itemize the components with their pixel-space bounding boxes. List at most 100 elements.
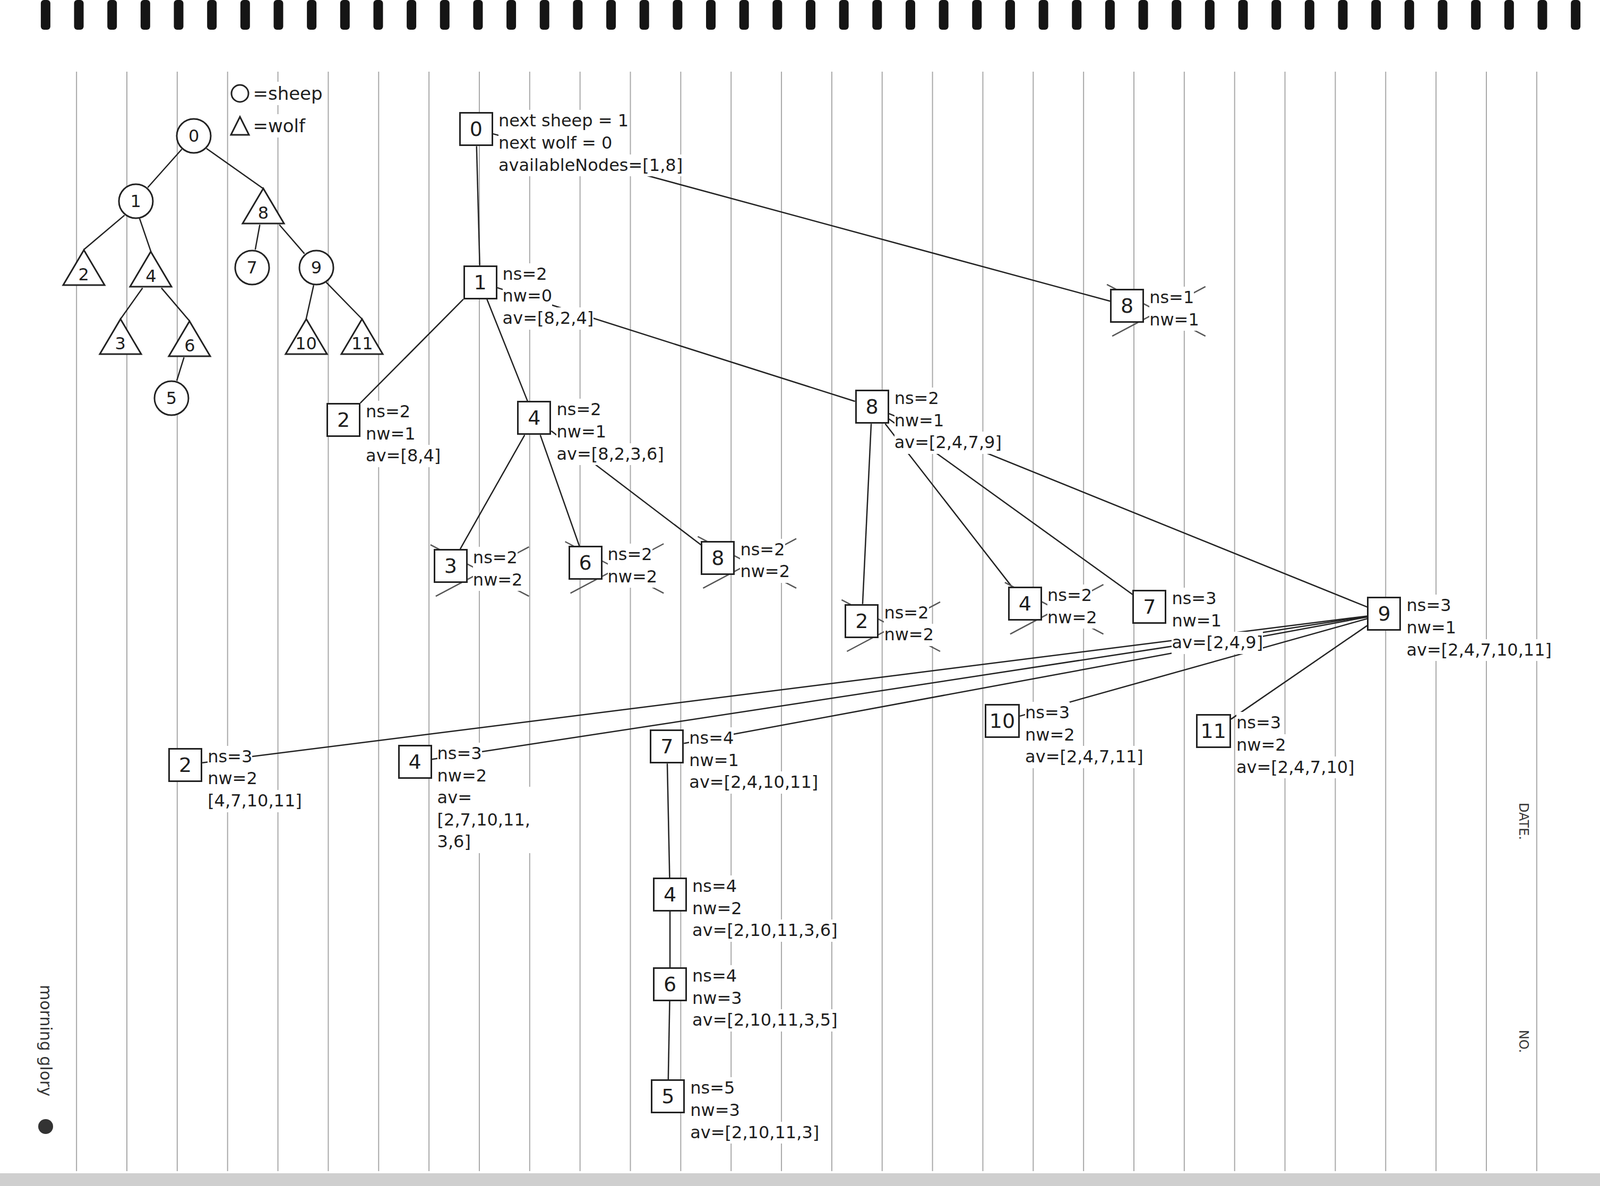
page-label: NO. xyxy=(1515,1029,1532,1054)
state-note: nw=1 xyxy=(1406,616,1457,640)
state-notes: ns=3nw=2av=[2,4,7,10] xyxy=(1236,711,1355,779)
tree-edge xyxy=(667,763,670,878)
state-note: av=[2,4,10,11] xyxy=(689,771,819,794)
search-state: 1ns=2nw=0av=[8,2,4] xyxy=(463,265,498,300)
state-note: ns=4 xyxy=(692,965,737,988)
spiral-ring xyxy=(340,0,350,30)
state-note: av=[2,4,7,11] xyxy=(1025,745,1144,769)
ruled-line xyxy=(126,71,128,1172)
page-label: morning glory xyxy=(35,984,57,1097)
state-note: ns=3 xyxy=(1171,587,1217,610)
spiral-ring xyxy=(440,0,450,30)
state-notes: ns=2nw=2 xyxy=(607,543,658,588)
spiral-ring xyxy=(1138,0,1149,30)
tree-number: 3 xyxy=(115,334,126,352)
legend-item: =sheep xyxy=(229,81,323,106)
state-note: ns=3 xyxy=(207,745,253,769)
state-note: ns=2 xyxy=(883,601,929,625)
tree-number: 2 xyxy=(78,265,89,283)
state-note: ns=3 xyxy=(1406,594,1451,617)
state-note: av=[2,4,7,10] xyxy=(1236,756,1355,779)
spiral-ring xyxy=(1205,0,1215,30)
spiral-ring xyxy=(373,0,383,30)
state-note: ns=1 xyxy=(1149,286,1194,309)
state-square: 6 xyxy=(652,967,687,1002)
spiral-ring xyxy=(107,0,117,30)
spiral-binding xyxy=(40,0,1581,30)
spiral-ring xyxy=(1404,0,1415,30)
tree-number: 5 xyxy=(166,389,177,407)
ruled-line xyxy=(327,71,329,1172)
spiral-ring xyxy=(539,0,550,30)
ruled-line xyxy=(1536,71,1538,1172)
cross-out-mark xyxy=(841,599,941,652)
tree-edge xyxy=(176,357,185,381)
spiral-ring xyxy=(406,0,417,30)
state-notes: ns=5nw=3av=[2,10,11,3] xyxy=(690,1077,820,1144)
state-square: 7 xyxy=(1132,589,1167,624)
spiral-ring xyxy=(1171,0,1182,30)
state-note: av=[8,2,3,6] xyxy=(556,443,664,466)
state-number: 2 xyxy=(337,409,350,430)
search-state: 4ns=2nw=1av=[8,2,3,6] xyxy=(517,400,552,435)
state-note: av=[2,10,11,3,6] xyxy=(692,919,838,942)
tree-edge xyxy=(669,911,672,968)
search-state: 5ns=5nw=3av=[2,10,11,3] xyxy=(650,1079,685,1114)
state-note: nw=3 xyxy=(690,1099,741,1122)
sheep-node: 1 xyxy=(117,183,154,220)
spiral-ring xyxy=(1371,0,1381,30)
state-number: 4 xyxy=(527,407,541,428)
state-note: nw=1 xyxy=(894,409,945,433)
state-number: 7 xyxy=(660,736,674,757)
state-note: nw=2 xyxy=(437,764,488,788)
state-square: 4 xyxy=(1008,586,1043,621)
state-number: 6 xyxy=(578,552,592,573)
state-number: 7 xyxy=(1142,596,1156,617)
tree-edge xyxy=(460,434,525,549)
state-number: 4 xyxy=(663,884,677,905)
state-note: next wolf = 0 xyxy=(498,132,613,155)
ruled-line xyxy=(680,71,682,1172)
state-note: ns=3 xyxy=(1025,701,1070,725)
tree-edge xyxy=(889,413,1368,607)
tree-edge xyxy=(206,148,264,189)
spiral-ring xyxy=(273,0,283,30)
tree-edge xyxy=(120,287,143,320)
state-note: nw=2 xyxy=(740,560,790,583)
ruled-line xyxy=(982,71,984,1172)
search-state: 6ns=4nw=3av=[2,10,11,3,5] xyxy=(652,967,687,1002)
state-note: nw=2 xyxy=(472,569,523,592)
search-state: 4ns=2nw=2 xyxy=(1008,586,1043,621)
tree-number: 9 xyxy=(311,259,322,277)
state-square: 10 xyxy=(984,703,1020,738)
tree-edge xyxy=(161,287,190,322)
state-number: 8 xyxy=(1120,295,1134,316)
cross-out-mark xyxy=(1004,582,1104,634)
state-square: 4 xyxy=(398,744,433,779)
cross-out-marks xyxy=(430,284,1206,652)
state-note: nw=1 xyxy=(1149,308,1200,332)
state-notes: ns=3nw=2av=[2,7,10,11, 3,6] xyxy=(437,742,531,854)
state-square: 2 xyxy=(326,402,361,437)
state-notes: ns=2nw=2 xyxy=(740,538,790,583)
state-number: 2 xyxy=(855,611,868,632)
state-number: 0 xyxy=(469,118,483,140)
state-number: 8 xyxy=(711,547,725,569)
state-note: av=[2,7,10,11, 3,6] xyxy=(437,786,531,854)
search-state: 2ns=2nw=1av=[8,4] xyxy=(326,402,361,437)
search-state: 8ns=1nw=1 xyxy=(1110,288,1144,323)
ruled-line xyxy=(377,71,380,1172)
spiral-ring xyxy=(672,0,683,30)
search-state: 8ns=2nw=1av=[2,4,7,9] xyxy=(855,389,890,424)
wolf-node: 2 xyxy=(62,248,106,287)
spiral-ring xyxy=(639,0,650,30)
search-state: 4ns=3nw=2av=[2,7,10,11, 3,6] xyxy=(398,744,433,779)
search-state: 0next sheep = 1next wolf = 0availableNod… xyxy=(459,112,494,146)
spiral-ring xyxy=(140,0,151,30)
spiral-ring xyxy=(306,0,317,30)
state-note: nw=1 xyxy=(689,749,739,772)
spiral-ring xyxy=(872,0,882,30)
ruled-line xyxy=(1234,71,1236,1172)
state-note: av=[2,10,11,3,5] xyxy=(692,1009,838,1032)
wolf-node: 8 xyxy=(241,187,286,225)
